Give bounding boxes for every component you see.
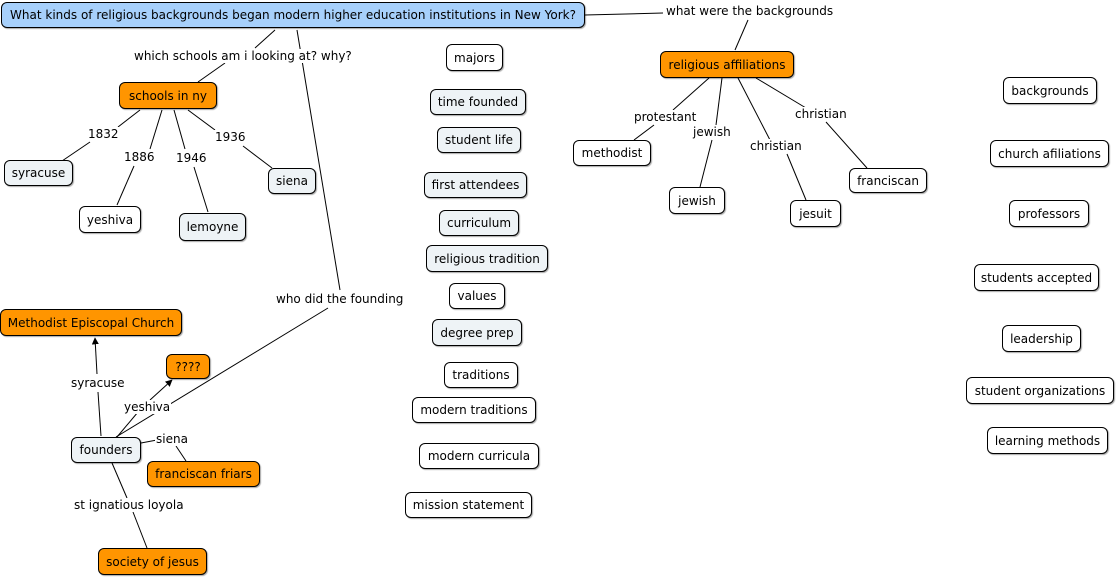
topic-label-professors: professors xyxy=(1017,206,1081,221)
religion-label-jesuit: jesuit xyxy=(799,206,832,221)
topic-node-church-afiliations[interactable]: church afiliations xyxy=(990,140,1109,167)
topic-node-modern-curricula[interactable]: modern curricula xyxy=(419,443,539,469)
link-label-christian-franciscan: christian xyxy=(794,107,848,121)
topic-node-mission-statement[interactable]: mission statement xyxy=(405,492,532,518)
topic-node-student-life[interactable]: student life xyxy=(437,127,521,153)
franciscan-friars-label: franciscan friars xyxy=(155,467,252,481)
schools-hub-node[interactable]: schools in ny xyxy=(119,82,217,109)
link-label-christian-jesuit: christian xyxy=(749,139,803,153)
schools-hub-label: schools in ny xyxy=(129,88,207,103)
link-label-founder-loyola: st ignatious loyola xyxy=(73,498,185,512)
religious-affiliations-node[interactable]: religious affiliations xyxy=(660,51,794,78)
school-node-yeshiva[interactable]: yeshiva xyxy=(79,206,141,233)
year-label-siena: 1936 xyxy=(214,130,247,144)
topic-node-backgrounds[interactable]: backgrounds xyxy=(1003,77,1097,104)
topic-label-backgrounds: backgrounds xyxy=(1011,83,1089,98)
link-label-founder-syracuse: syracuse xyxy=(70,376,126,390)
society-of-jesus-node[interactable]: society of jesus xyxy=(98,548,207,575)
school-label-yeshiva: yeshiva xyxy=(86,212,134,227)
topic-node-religious-tradition[interactable]: religious tradition xyxy=(426,245,548,272)
founders-hub-label: founders xyxy=(79,443,133,457)
topic-label-curriculum: curriculum xyxy=(446,216,512,230)
topic-node-modern-traditions[interactable]: modern traditions xyxy=(412,397,536,423)
topic-node-professors[interactable]: professors xyxy=(1009,200,1089,227)
founders-hub-node[interactable]: founders xyxy=(71,437,141,463)
school-node-siena[interactable]: siena xyxy=(268,168,316,194)
religion-label-franciscan: franciscan xyxy=(857,173,919,188)
topic-node-learning-methods[interactable]: learning methods xyxy=(987,427,1108,454)
link-label-founder-siena: siena xyxy=(155,432,189,446)
link-label-which-schools: which schools am i looking at? why? xyxy=(133,49,353,63)
school-label-siena: siena xyxy=(276,174,308,188)
topic-node-leadership[interactable]: leadership xyxy=(1002,325,1081,352)
topic-label-mission-statement: mission statement xyxy=(412,498,525,512)
school-node-lemoyne[interactable]: lemoyne xyxy=(179,213,246,241)
topic-node-majors[interactable]: majors xyxy=(446,44,503,71)
religious-affiliations-label: religious affiliations xyxy=(668,57,786,72)
topic-node-first-attendees[interactable]: first attendees xyxy=(424,172,527,198)
religion-node-franciscan[interactable]: franciscan xyxy=(849,168,927,193)
topic-label-modern-curricula: modern curricula xyxy=(427,449,531,463)
topic-label-religious-tradition: religious tradition xyxy=(434,251,540,266)
topic-node-traditions[interactable]: traditions xyxy=(444,362,518,388)
topic-label-student-life: student life xyxy=(445,133,513,147)
topic-node-values[interactable]: values xyxy=(449,283,505,309)
school-node-syracuse[interactable]: syracuse xyxy=(4,160,73,186)
topic-label-values: values xyxy=(457,289,497,303)
topic-label-learning-methods: learning methods xyxy=(994,433,1101,448)
topic-node-degree-prep[interactable]: degree prep xyxy=(432,319,522,346)
link-label-who-founding: who did the founding xyxy=(275,292,405,306)
unknown-founder-label: ???? xyxy=(175,359,201,374)
topic-label-students-accepted: students accepted xyxy=(980,270,1093,285)
topic-label-traditions: traditions xyxy=(452,368,510,382)
link-label-founder-yeshiva: yeshiva xyxy=(123,400,172,414)
topic-label-church-afiliations: church afiliations xyxy=(998,146,1101,161)
topic-label-degree-prep: degree prep xyxy=(440,325,514,340)
central-question-text: What kinds of religious backgrounds bega… xyxy=(10,8,576,22)
topic-node-students-accepted[interactable]: students accepted xyxy=(974,264,1099,291)
methodist-church-node[interactable]: Methodist Episcopal Church xyxy=(0,309,182,336)
topic-node-student-organizations[interactable]: student organizations xyxy=(966,377,1114,404)
topic-label-time-founded: time founded xyxy=(437,95,519,109)
year-label-lemoyne: 1946 xyxy=(175,151,208,165)
religion-label-jewish: jewish xyxy=(678,193,716,208)
religion-node-jewish[interactable]: jewish xyxy=(669,187,725,214)
year-label-syracuse: 1832 xyxy=(87,127,120,141)
topic-node-curriculum[interactable]: curriculum xyxy=(439,210,519,236)
school-label-syracuse: syracuse xyxy=(11,166,66,180)
topic-label-modern-traditions: modern traditions xyxy=(420,403,528,417)
link-label-jewish: jewish xyxy=(692,125,732,139)
link-label-backgrounds: what were the backgrounds xyxy=(665,4,835,18)
franciscan-friars-node[interactable]: franciscan friars xyxy=(147,461,260,487)
religion-label-methodist: methodist xyxy=(581,146,643,160)
methodist-church-label: Methodist Episcopal Church xyxy=(7,315,175,330)
society-of-jesus-label: society of jesus xyxy=(106,554,199,569)
central-question-node[interactable]: What kinds of religious backgrounds bega… xyxy=(1,2,585,28)
school-label-lemoyne: lemoyne xyxy=(186,220,239,234)
topic-label-leadership: leadership xyxy=(1010,331,1073,346)
topic-label-first-attendees: first attendees xyxy=(431,178,520,192)
link-label-protestant: protestant xyxy=(633,110,698,124)
unknown-founder-node[interactable]: ???? xyxy=(166,354,210,379)
year-label-yeshiva: 1886 xyxy=(123,150,156,164)
topic-label-majors: majors xyxy=(454,50,495,65)
religion-node-methodist[interactable]: methodist xyxy=(573,140,651,166)
topic-node-time-founded[interactable]: time founded xyxy=(430,89,526,115)
religion-node-jesuit[interactable]: jesuit xyxy=(790,200,841,227)
topic-label-student-organizations: student organizations xyxy=(974,383,1106,398)
